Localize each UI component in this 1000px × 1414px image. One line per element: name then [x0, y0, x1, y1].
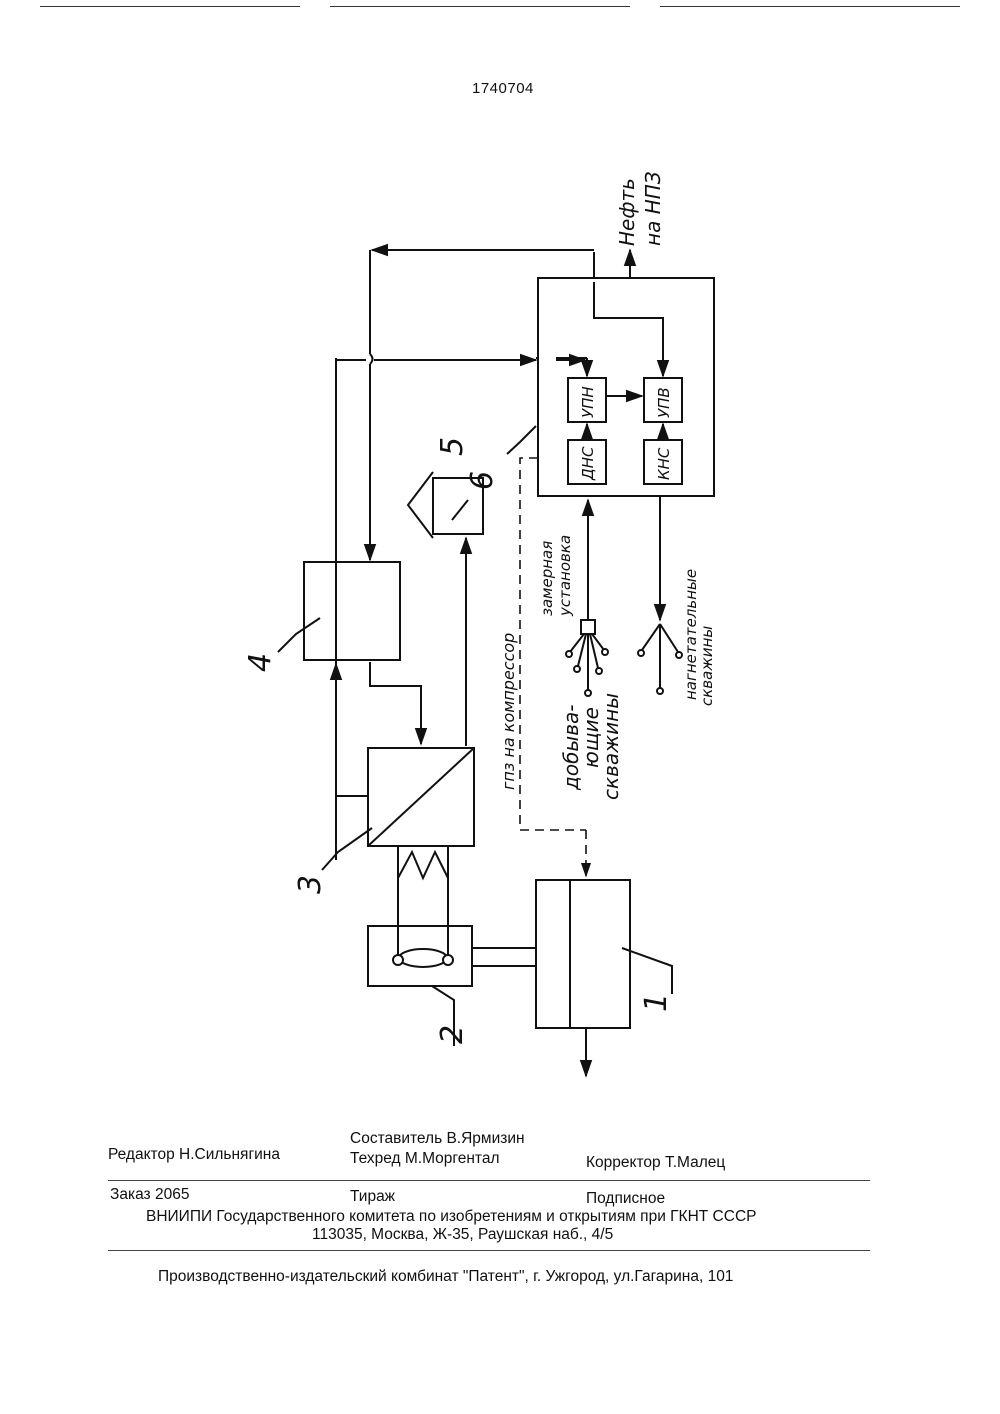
label-upn: УПН — [579, 386, 597, 418]
label-producing-line3: скважины — [599, 693, 623, 800]
block-4 — [304, 562, 400, 660]
publisher: Производственно-издательский комбинат "П… — [158, 1268, 733, 1286]
label-block-5: 5 — [435, 437, 470, 456]
label-oil-line1: Нефть — [615, 178, 639, 246]
label-dns: ДНС — [579, 446, 597, 481]
label-block-3: 3 — [293, 875, 328, 894]
order: Заказ 2065 — [110, 1186, 189, 1204]
techred: Техред М.Моргентал — [350, 1150, 500, 1168]
circulation: Тираж — [350, 1188, 395, 1206]
label-block-4: 4 — [243, 653, 278, 672]
block-1 — [536, 880, 630, 1028]
org-line1: ВНИИПИ Государственного комитета по изоб… — [146, 1208, 756, 1226]
label-metering-line1: замерная — [538, 541, 556, 616]
editor: Редактор Н.Сильнягина — [108, 1146, 280, 1164]
label-oil-line2: на НПЗ — [641, 171, 665, 246]
subscription: Подписное — [586, 1190, 665, 1208]
label-metering-line2: установка — [556, 535, 574, 617]
compiler: Составитель В.Ярмизин — [350, 1130, 525, 1148]
label-injection-line2: скважины — [698, 626, 716, 706]
metering-unit — [581, 620, 595, 634]
label-block-2: 2 — [435, 1025, 470, 1044]
label-block-1: 1 — [639, 993, 674, 1012]
block-6-processing-unit — [538, 278, 714, 496]
label-kns: КНС — [655, 447, 673, 480]
process-flow-diagram: 6 5 4 3 2 1 УПН УПВ ДНС КНС Нефть на НПЗ… — [0, 0, 1000, 1100]
label-upv: УПВ — [655, 387, 673, 418]
block-2 — [368, 926, 472, 986]
footer-rule-bottom — [108, 1250, 870, 1251]
footer-rule-top — [108, 1180, 870, 1181]
corrector: Корректор Т.Малец — [586, 1154, 725, 1172]
label-block-6: 6 — [465, 471, 500, 490]
label-gas-to-compressor: гпз на компрессор — [499, 633, 518, 790]
org-line2: 113035, Москва, Ж-35, Раушская наб., 4/5 — [312, 1226, 613, 1244]
